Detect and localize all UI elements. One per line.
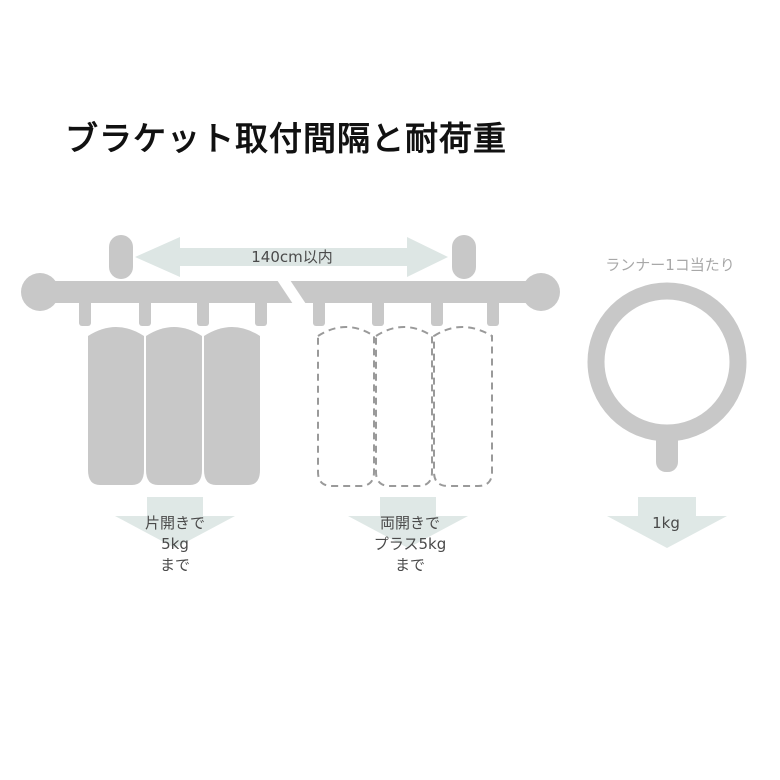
runners	[79, 300, 499, 326]
runner-load-line1: 1kg	[652, 514, 680, 532]
double-load-line3: まで	[394, 556, 425, 574]
spacing-arrow	[135, 237, 448, 277]
single-load-arrow	[115, 497, 235, 548]
single-load-line2: 5kg	[161, 535, 189, 553]
double-load-label: 両開きで プラス5kg まで	[340, 513, 480, 576]
runner-load-label: 1kg	[596, 513, 736, 534]
curtain-single	[88, 327, 260, 485]
runner-label: ランナー1コ当たり	[605, 256, 735, 274]
curtain-double	[317, 326, 493, 487]
bracket-spacing-label: 140cm以内	[251, 248, 333, 266]
runner-ring	[587, 282, 747, 472]
double-load-line2: プラス5kg	[373, 535, 447, 553]
left-bracket	[109, 235, 133, 279]
single-load-line3: まで	[159, 556, 190, 574]
single-load-label: 片開きで 5kg まで	[105, 513, 245, 576]
double-load-arrow	[348, 497, 468, 548]
right-bracket	[452, 235, 476, 279]
page-title: ブラケット取付間隔と耐荷重	[65, 119, 507, 158]
curtain-rail	[21, 273, 560, 311]
runner-load-arrow	[607, 497, 727, 548]
double-load-line1: 両開きで	[379, 514, 440, 532]
single-load-line1: 片開きで	[144, 514, 205, 532]
